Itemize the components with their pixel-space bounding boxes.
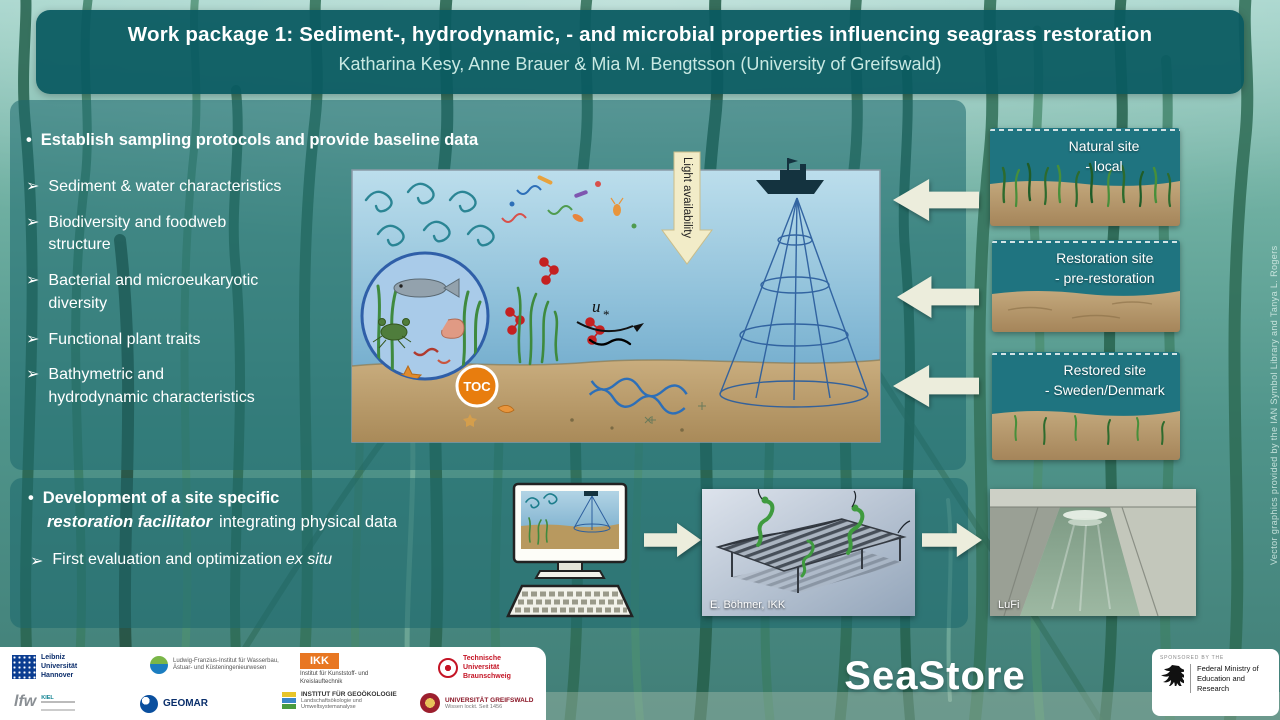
list-item: ➢Functional plant traits (26, 329, 326, 352)
list-item: ➢Biodiversity and foodweb structure (26, 212, 326, 257)
restoration-site-image (992, 240, 1180, 332)
ludwig-franzius-logo-mark (150, 656, 168, 674)
greifswald-seal (420, 693, 440, 713)
natural-site-image (990, 128, 1180, 226)
logo-leibniz-hannover: Leibniz Universität Hannover (12, 654, 132, 680)
logo-institut-geooekologie: INSTITUT FÜR GEOÖKOLOGIE Landschaftsökol… (282, 691, 412, 710)
dot-bullet: • (28, 489, 34, 507)
ex-situ-term: ex situ (285, 551, 333, 568)
arrow-bullet: ➢ (30, 553, 44, 570)
light-availability-label: Light availability (681, 157, 693, 238)
arrow-bullet: ➢ (26, 330, 40, 348)
turbulence-swirls (364, 182, 495, 247)
crab-icon (372, 318, 412, 349)
toc-label: TOC (463, 379, 491, 394)
project-brand: SeaStore (844, 654, 1026, 698)
sampling-net (719, 197, 869, 408)
arrow-bullet: ➢ (26, 366, 40, 384)
toc-badge (455, 364, 499, 408)
flume-channel (1020, 507, 1140, 616)
worm-icon (413, 347, 439, 357)
benthic-specks (463, 402, 706, 432)
dna-helix (588, 377, 688, 415)
computer-illustration (500, 482, 640, 624)
arrow-computer-to-facilitator (644, 523, 701, 557)
site-box-restoration: Restoration site - pre-restoration (992, 240, 1180, 332)
list-item: ➢Bacterial and microeukaryotic diversity (26, 270, 326, 315)
sampling-heading: • Establish sampling protocols and provid… (26, 131, 806, 150)
flume-left-wall (990, 507, 1060, 616)
sponsor-divider (1190, 664, 1191, 694)
site-box-natural: Natural site - local (990, 128, 1180, 226)
sampling-scene: Light availability (351, 151, 881, 443)
federal-eagle-icon (1161, 665, 1184, 686)
site-title: Natural site (1068, 138, 1140, 154)
facilitator-render: E. Böhmer, IKK (702, 489, 915, 616)
geooekologie-logo-mark (282, 692, 296, 709)
flume-photo: LuFi (990, 489, 1196, 616)
logo-tu-braunschweig: Technische Universität Braunschweig (438, 655, 538, 681)
light-availability-arrow: Light availability (661, 151, 713, 265)
logo-universitaet-greifswald: UNIVERSITÄT GREIFSWALD Wissen lockt. Sei… (420, 693, 540, 713)
biodiversity-lens (360, 251, 490, 381)
sponsor-box: SPONSORED BY THE Federal Ministry of Edu… (1152, 649, 1279, 716)
vector-credit: Vector graphics provided by the IAN Symb… (1269, 245, 1279, 565)
list-item: ➢Sediment & water characteristics (26, 176, 326, 199)
logo-ikk: IKK Institut für Kunststoff- und Kreisla… (300, 653, 369, 685)
partner-logo-strip: Leibniz Universität Hannover Ludwig-Fran… (0, 647, 546, 720)
poster-title: Work package 1: Sediment-, hydrodynamic,… (127, 23, 1153, 46)
sponsor-name: Federal Ministry of Education and Resear… (1197, 664, 1259, 693)
illegible-text-lines (41, 701, 76, 711)
header-bar: Work package 1: Sediment-, hydrodynamic,… (36, 10, 1244, 94)
arrow-bullet: ➢ (26, 272, 40, 290)
arrow-restored-to-scene (893, 365, 979, 407)
ikk-logo-mark: IKK (300, 653, 339, 669)
restored-site-image (992, 352, 1180, 460)
u-star-label: u (592, 297, 601, 316)
poster-authors: Katharina Kesy, Anne Brauer & Mia M. Ben… (338, 54, 942, 74)
arrow-restoration-to-scene (897, 276, 979, 318)
development-heading: •Development of a site specific (28, 489, 280, 507)
list-item: ➢Bathymetric and hydrodynamic characteri… (26, 364, 326, 409)
monitor-stand (557, 561, 583, 572)
flume-caption: LuFi (998, 599, 1020, 611)
facilitator-caption: E. Böhmer, IKK (710, 599, 786, 611)
site-subtitle: - pre-restoration (1055, 269, 1155, 286)
mesh-structure (715, 518, 907, 593)
seagrass-tuft (516, 286, 559, 366)
arrow-facilitator-to-flume (922, 523, 982, 557)
dot-bullet: • (26, 131, 32, 149)
site-title: Restored site (1063, 362, 1147, 378)
site-box-restored: Restored site - Sweden/Denmark (992, 352, 1180, 460)
tu-braunschweig-seal (438, 658, 458, 679)
site-title: Restoration site (1056, 250, 1154, 266)
sampling-heading-text: Establish sampling protocols and provide… (40, 131, 479, 149)
logo-lfw-kiel: lfw KIEL (14, 693, 76, 711)
sampling-list: ➢Sediment & water characteristics ➢Biodi… (26, 176, 326, 423)
antennae (757, 489, 911, 534)
site-subtitle: - Sweden/Denmark (1044, 381, 1165, 398)
arrow-bullet: ➢ (26, 178, 40, 195)
dna-debris (501, 175, 637, 229)
logo-ludwig-franzius: Ludwig-Franzius-Institut für Wasserbau, … (150, 656, 280, 674)
geomar-logo-mark (140, 695, 158, 713)
logo-geomar: GEOMAR (140, 695, 208, 713)
restoration-facilitator-term: restoration facilitator (47, 513, 213, 531)
current-swoosh (576, 321, 634, 333)
scene-illustration: Light availability (351, 151, 881, 443)
eel-icon (588, 338, 632, 346)
sponsor-label: SPONSORED BY THE (1160, 655, 1225, 661)
fish-icon (393, 278, 460, 298)
research-ship-icon (756, 158, 824, 194)
leibniz-logo-mark (12, 655, 36, 680)
seahorse-icons (756, 499, 865, 578)
arrow-natural-to-scene (893, 179, 979, 221)
arrow-bullet: ➢ (26, 213, 40, 231)
molecule-markers (505, 257, 605, 345)
site-subtitle: - local (1085, 157, 1123, 174)
u-star-sub: * (603, 307, 610, 322)
shrimp-icon (441, 318, 465, 339)
